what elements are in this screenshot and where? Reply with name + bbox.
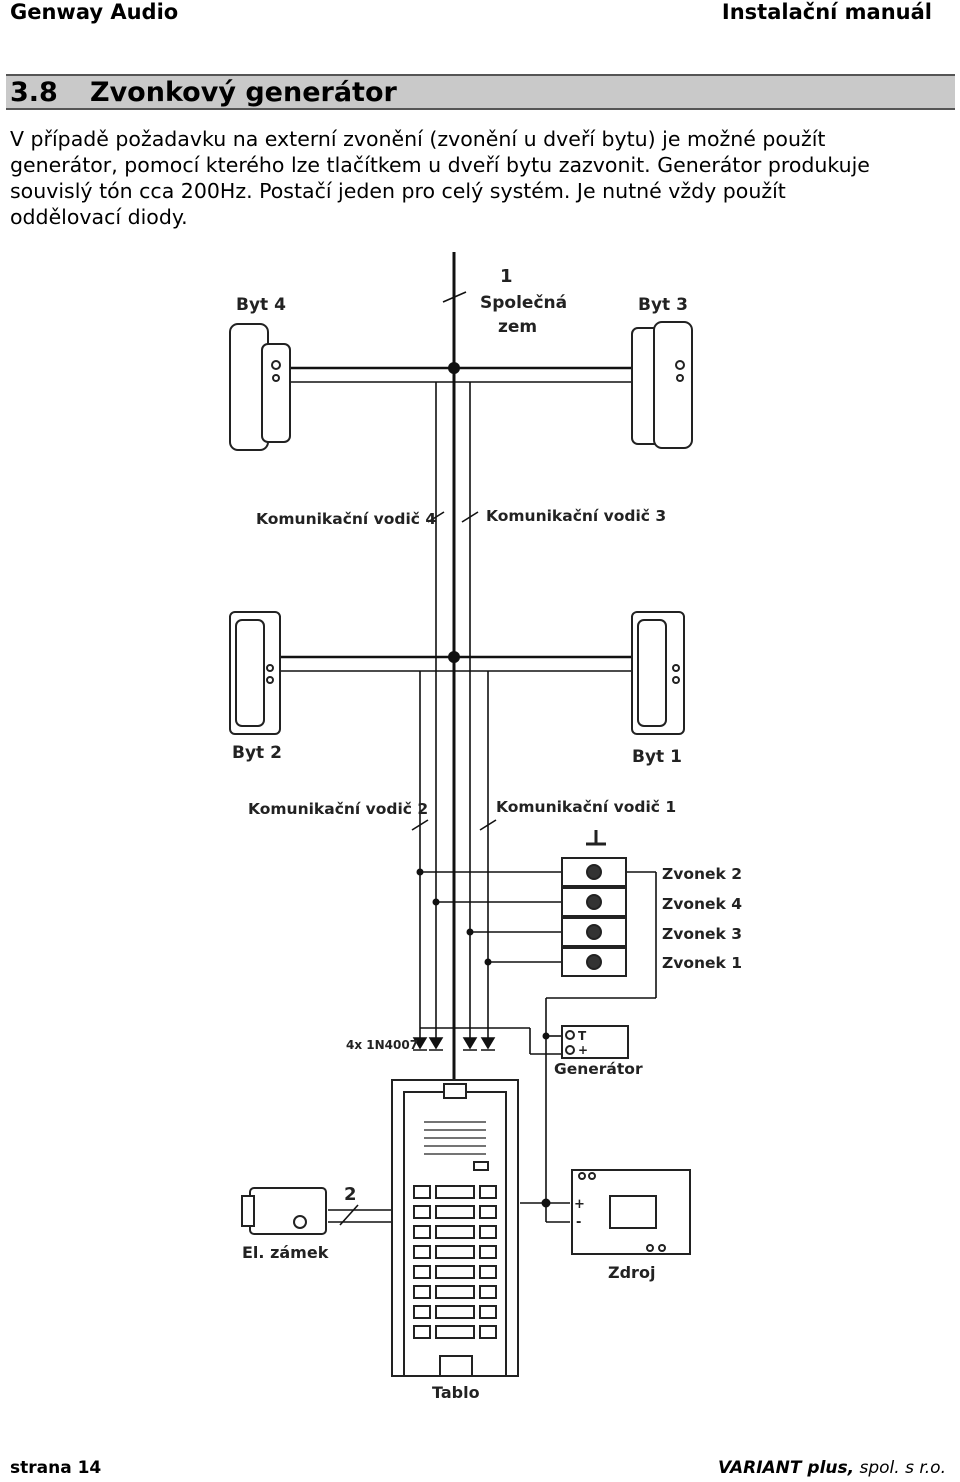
label-zdroj: Zdroj	[608, 1263, 655, 1282]
paragraph-line: souvislý tón cca 200Hz. Postačí jeden pr…	[10, 179, 786, 203]
intercom-byt3-icon	[631, 321, 693, 449]
label-generator-t: T	[578, 1029, 587, 1043]
generator-box-icon	[561, 1025, 629, 1059]
paragraph-line: generátor, pomocí kterého lze tlačítkem …	[10, 153, 870, 177]
section-heading: 3.8 Zvonkový generátor	[6, 74, 955, 110]
door-panel-tablo-icon	[391, 1079, 519, 1377]
label-byt4: Byt 4	[236, 295, 286, 315]
label-common-ground-1: Společná	[480, 293, 567, 313]
label-generator-plus: +	[578, 1043, 588, 1057]
body-paragraph: V případě požadavku na externí zvonění (…	[10, 126, 950, 230]
label-zvonek4: Zvonek 4	[662, 895, 742, 913]
header-manual-title: Instalační manuál	[721, 0, 932, 24]
intercom-byt1-icon	[631, 611, 685, 735]
doorbell-buttons-icon	[561, 830, 627, 977]
label-zdroj-plus: +	[574, 1197, 585, 1212]
intercom-byt4-icon	[229, 323, 291, 451]
section-title: Zvonkový generátor	[90, 77, 397, 108]
footer-company-suffix: spol. s r.o.	[854, 1458, 947, 1478]
label-byt1: Byt 1	[632, 747, 682, 767]
intercom-byt2-icon	[229, 611, 281, 735]
label-zvonek1: Zvonek 1	[662, 954, 742, 972]
footer-company: VARIANT plus, spol. s r.o.	[718, 1458, 946, 1478]
label-common-ground-2: zem	[498, 317, 537, 337]
label-zdroj-minus: -	[576, 1215, 581, 1230]
section-number: 3.8	[10, 77, 58, 108]
label-byt2: Byt 2	[232, 743, 282, 763]
label-wire-number-1: 1	[500, 266, 513, 287]
power-supply-icon	[571, 1169, 691, 1255]
page-header: Genway Audio Instalační manuál	[10, 0, 932, 30]
paragraph-line: V případě požadavku na externí zvonění (…	[10, 127, 826, 151]
electric-lock-icon	[241, 1187, 327, 1235]
label-vodic3: Komunikační vodič 3	[486, 507, 666, 525]
label-zvonek3: Zvonek 3	[662, 925, 742, 943]
label-el-zamek: El. zámek	[242, 1243, 329, 1262]
label-tablo: Tablo	[432, 1383, 480, 1402]
label-wire-number-2: 2	[344, 1184, 357, 1205]
paragraph-line: oddělovací diody.	[10, 205, 188, 229]
label-zvonek2: Zvonek 2	[662, 865, 742, 883]
label-byt3: Byt 3	[638, 295, 688, 315]
footer-brand: VARIANT plus,	[717, 1458, 855, 1478]
label-vodic1: Komunikační vodič 1	[496, 798, 676, 816]
page-number: strana 14	[10, 1458, 102, 1478]
label-generator: Generátor	[554, 1060, 643, 1078]
header-company: Genway Audio	[10, 0, 179, 24]
label-vodic4: Komunikační vodič 4	[256, 510, 436, 528]
label-vodic2: Komunikační vodič 2	[248, 800, 428, 818]
label-diodes: 4x 1N4007	[346, 1038, 418, 1052]
